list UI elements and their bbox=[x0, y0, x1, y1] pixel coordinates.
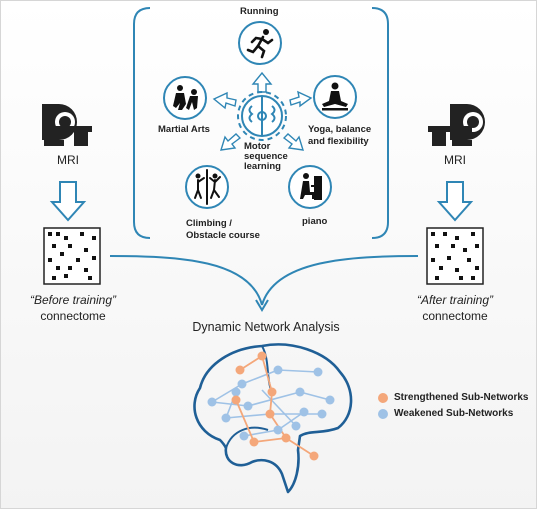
label-martial-arts: Martial Arts bbox=[158, 124, 210, 135]
connectome-matrix-left bbox=[43, 227, 101, 285]
arrow-to-running bbox=[251, 71, 273, 93]
after-training-text: “After training” bbox=[416, 293, 494, 307]
activities-bracket-right bbox=[371, 7, 389, 239]
legend-weakened-label: Weakened Sub-Networks bbox=[394, 408, 514, 419]
legend-weakened-dot bbox=[378, 408, 388, 419]
label-yoga: Yoga, balance and flexibility bbox=[308, 124, 372, 147]
connector-right bbox=[261, 255, 419, 306]
connectome-matrix-right bbox=[426, 227, 484, 285]
down-arrow-left bbox=[49, 181, 87, 222]
connectome-word-right: connectome bbox=[422, 309, 488, 323]
label-climbing: Climbing / Obstacle course bbox=[186, 218, 260, 241]
arrow-to-climbing bbox=[220, 133, 242, 151]
weakened-nodes bbox=[207, 365, 335, 441]
arrow-to-piano bbox=[282, 133, 304, 151]
mri-label-left: MRI bbox=[57, 153, 79, 167]
connectome-label-after: “After training” connectome bbox=[390, 292, 520, 324]
connectome-label-before: “Before training” connectome bbox=[8, 292, 138, 324]
connector-arrowhead bbox=[255, 299, 269, 312]
martial-arts-icon bbox=[173, 85, 198, 110]
connectome-word-left: connectome bbox=[40, 309, 106, 323]
mri-scanner-icon-left bbox=[42, 104, 92, 146]
connector-left bbox=[109, 255, 263, 306]
label-running: Running bbox=[240, 6, 279, 17]
activity-arrows bbox=[212, 71, 313, 151]
yoga-icon bbox=[322, 82, 348, 111]
analysis-title: Dynamic Network Analysis bbox=[192, 320, 340, 334]
arrow-to-yoga bbox=[289, 90, 313, 108]
legend-strengthened: Strengthened Sub-Networks bbox=[378, 392, 528, 403]
arrow-to-martial-arts bbox=[212, 91, 237, 110]
mri-label-right: MRI bbox=[444, 153, 466, 167]
activities-bracket-left bbox=[133, 7, 151, 239]
mri-scanner-icon-right bbox=[428, 104, 485, 146]
before-training-text: “Before training” bbox=[29, 293, 117, 307]
weakened-edges bbox=[211, 369, 331, 437]
piano-icon bbox=[300, 173, 322, 200]
legend-strengthened-label: Strengthened Sub-Networks bbox=[394, 392, 529, 403]
down-arrow-right bbox=[436, 181, 474, 222]
martial-arts-circle bbox=[163, 76, 207, 120]
legend-weakened: Weakened Sub-Networks bbox=[378, 408, 513, 419]
label-motor-sequence: Motor sequence learning bbox=[244, 141, 288, 172]
running-icon bbox=[246, 29, 274, 59]
strengthened-nodes bbox=[231, 351, 319, 461]
piano-circle bbox=[288, 165, 332, 209]
climbing-icon bbox=[194, 169, 221, 205]
label-piano: piano bbox=[302, 216, 328, 227]
legend-strengthened-dot bbox=[378, 392, 388, 403]
gear-brain-icon bbox=[237, 91, 287, 141]
